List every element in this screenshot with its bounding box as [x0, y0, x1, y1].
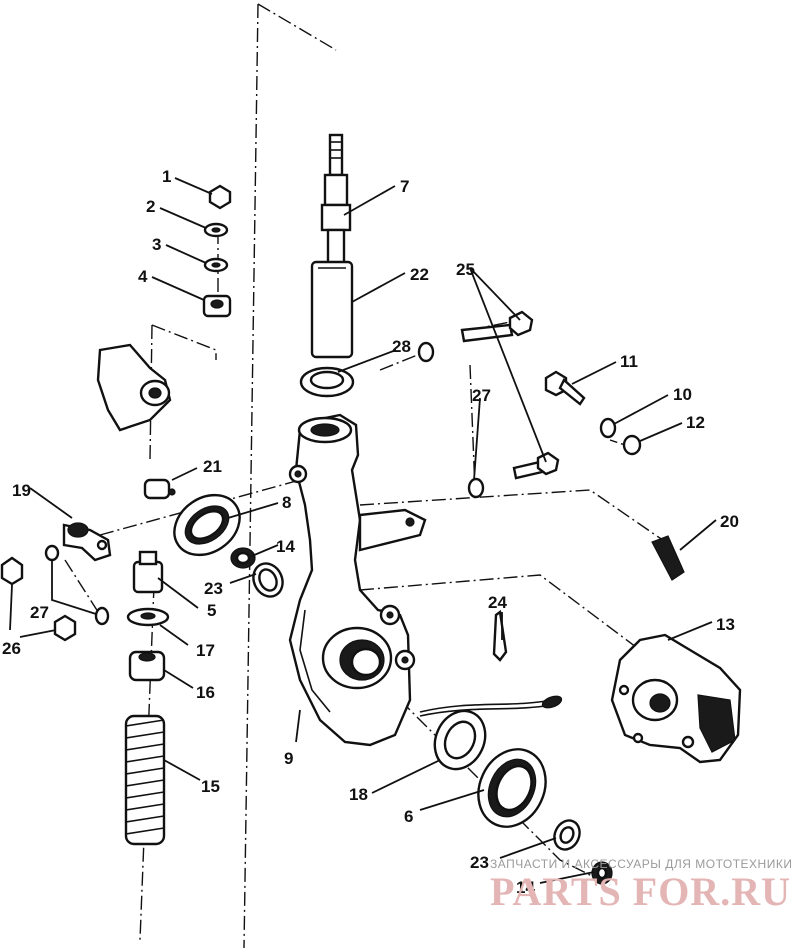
part-spring-assembly: [124, 550, 170, 846]
label-12: 12: [686, 413, 705, 432]
leader-lines: [9, 177, 717, 884]
label-25: 25: [456, 260, 475, 279]
label-18: 18: [349, 785, 368, 804]
label-21: 21: [203, 457, 222, 476]
part-caliper: [610, 633, 742, 764]
label-24: 24: [488, 593, 507, 612]
label-14a: 14: [276, 537, 295, 556]
part-seal: [173, 493, 241, 557]
label-26: 26: [2, 639, 21, 658]
coil-spring: [124, 714, 166, 846]
label-8: 8: [282, 493, 291, 512]
watermark-caption: ЗАПЧАСТИ И АКСЕССУАРЫ ДЛЯ МОТОТЕХНИКИ: [490, 857, 792, 871]
label-3: 3: [152, 235, 161, 254]
part-seal-18: [433, 709, 487, 771]
label-6: 6: [404, 807, 413, 826]
part-pin: [492, 609, 508, 662]
label-4: 4: [138, 267, 148, 286]
part-right-bolts: [417, 310, 560, 499]
label-1: 1: [162, 167, 171, 186]
label-2: 2: [146, 197, 155, 216]
part-left-nuts: [0, 544, 110, 642]
part-bolt-11: [544, 370, 642, 456]
part-bracket: [96, 343, 172, 432]
label-19: 19: [12, 481, 31, 500]
part-shaft: [320, 133, 352, 267]
watermark-logo: PARTS FOR.RU: [490, 869, 791, 914]
part-clamp: [62, 522, 112, 562]
label-22: 22: [410, 265, 429, 284]
label-17: 17: [196, 641, 215, 660]
part-spacer-ring: [299, 366, 355, 398]
callout-labels: 1 2 3 4 5 6 7 8 9 10 11 12 13 14 14 15 1…: [2, 167, 739, 897]
part-top-nut-stack: [202, 184, 232, 318]
label-27b: 27: [472, 386, 491, 405]
watermark: ЗАПЧАСТИ И АКСЕССУАРЫ ДЛЯ МОТОТЕХНИКИ PA…: [490, 857, 792, 914]
label-14b: 14: [516, 878, 535, 897]
label-16: 16: [196, 683, 215, 702]
part-wedge: [651, 535, 685, 581]
part-knuckle: [288, 413, 427, 747]
label-15: 15: [201, 777, 220, 796]
label-20: 20: [720, 512, 739, 531]
label-27a: 27: [30, 603, 49, 622]
part-wire: [419, 695, 563, 717]
label-13: 13: [716, 615, 735, 634]
part-outer-bearing: [553, 819, 613, 885]
label-10: 10: [673, 385, 692, 404]
label-28: 28: [392, 337, 411, 356]
label-23b: 23: [470, 853, 489, 872]
part-tube: [310, 260, 354, 359]
part-bearing-6: [477, 748, 547, 828]
part-inner-bearing: [230, 547, 284, 598]
label-11: 11: [620, 352, 638, 371]
label-23a: 23: [204, 579, 223, 598]
label-7: 7: [400, 177, 409, 196]
label-5: 5: [207, 601, 216, 620]
label-9: 9: [284, 749, 293, 768]
part-grease-fitting: [143, 478, 176, 500]
